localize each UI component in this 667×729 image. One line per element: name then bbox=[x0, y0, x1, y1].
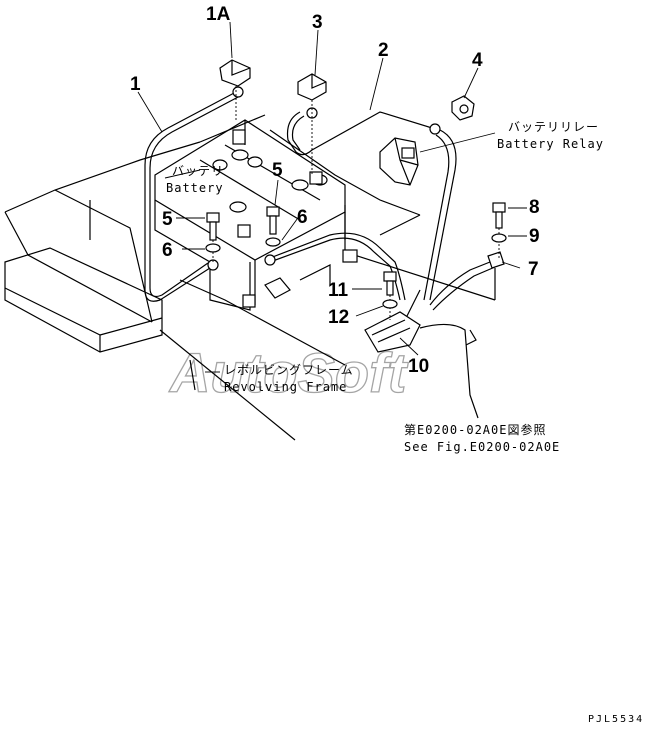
leader-lines bbox=[137, 21, 527, 373]
bolt-11 bbox=[383, 271, 397, 320]
callout-6-left: 6 bbox=[162, 240, 173, 261]
bolt-5-left bbox=[206, 212, 220, 262]
callout-3: 3 bbox=[312, 12, 323, 33]
connector-10 bbox=[364, 311, 479, 419]
part-1a-terminal bbox=[219, 59, 251, 120]
callout-1a: 1A bbox=[206, 4, 231, 25]
cable-1 bbox=[144, 86, 244, 302]
reference-label-en: See Fig.E0200-02A0E bbox=[404, 440, 560, 454]
battery-relay bbox=[379, 137, 419, 186]
callout-7: 7 bbox=[528, 259, 539, 280]
callout-5-center: 5 bbox=[272, 160, 283, 181]
callout-11: 11 bbox=[328, 280, 349, 301]
part-4-terminal bbox=[451, 95, 475, 121]
frame-label-en: Revolving Frame bbox=[224, 380, 347, 394]
callout-6-center: 6 bbox=[297, 207, 308, 228]
callout-12: 12 bbox=[328, 307, 349, 328]
callout-2: 2 bbox=[378, 40, 389, 61]
watermark-text: AutoSoft bbox=[168, 341, 409, 404]
washer-9 bbox=[491, 233, 507, 243]
washer-12 bbox=[382, 299, 398, 309]
drawing-code: PJL5534 bbox=[588, 714, 644, 725]
relay-label-jp: バッテリリレー bbox=[508, 120, 599, 134]
callout-9: 9 bbox=[529, 226, 540, 247]
frame-label-jp: レボルビングフレーム bbox=[224, 363, 354, 377]
callout-8: 8 bbox=[529, 197, 540, 218]
relay-label-en: Battery Relay bbox=[497, 137, 604, 151]
cable-7 bbox=[429, 251, 505, 311]
cable-2 bbox=[286, 111, 441, 156]
bolt-5-center bbox=[266, 206, 280, 235]
callout-5-left: 5 bbox=[162, 209, 173, 230]
part-3-terminal bbox=[297, 73, 327, 175]
harness-wires bbox=[264, 129, 457, 321]
bolt-8 bbox=[492, 202, 506, 260]
washer-6-center bbox=[265, 237, 281, 247]
battery-label-jp: バッテリ bbox=[172, 164, 224, 178]
reference-label-jp: 第E0200-02A0E図参照 bbox=[404, 422, 546, 437]
callout-4: 4 bbox=[472, 50, 483, 71]
callout-10: 10 bbox=[408, 356, 429, 377]
battery-label-en: Battery bbox=[166, 181, 224, 195]
callout-1: 1 bbox=[130, 74, 141, 95]
washer-6-left bbox=[205, 243, 221, 253]
battery-box bbox=[154, 119, 358, 311]
